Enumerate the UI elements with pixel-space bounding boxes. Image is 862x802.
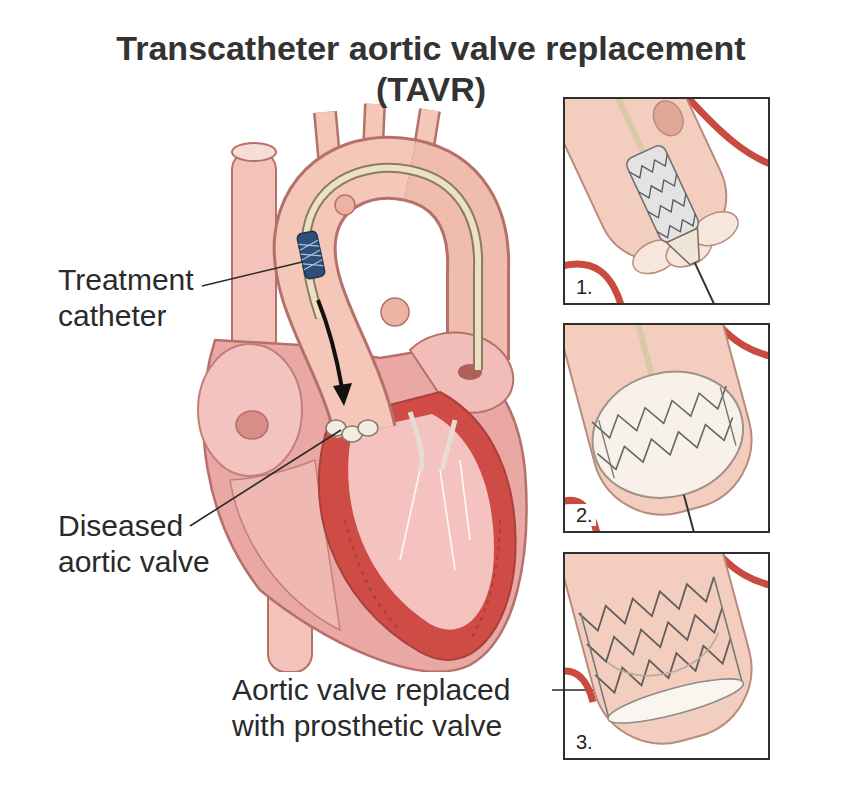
part-label: Diseased aortic valve: [58, 508, 253, 580]
heart-illustration: [296, 230, 325, 279]
heart-illustration: [410, 170, 478, 360]
heart-illustration: [335, 195, 355, 215]
heart-illustration: [305, 168, 410, 432]
callout-number: 2.: [573, 504, 596, 526]
panel-illustration: [599, 420, 615, 478]
panel-illustration: [624, 143, 701, 244]
panel-illustration: [563, 552, 767, 759]
panel-illustration: [581, 613, 609, 719]
panel-illustration: [563, 97, 770, 305]
panel-illustration: [629, 154, 671, 181]
panel-illustration: [639, 174, 681, 201]
heart-illustration: [198, 344, 302, 476]
heart-illustration: [333, 383, 352, 406]
panel-illustration: [628, 323, 653, 380]
heart-illustration: [358, 420, 378, 436]
part-label: Aortic valve replaced with prosthetic va…: [232, 672, 552, 744]
step-panel: 1.: [563, 97, 770, 305]
step-panel: 2.: [563, 323, 770, 533]
panel-illustration: [563, 671, 593, 702]
panel-illustration: [563, 552, 767, 759]
panel-illustration: [714, 577, 742, 683]
panel-illustration: [579, 577, 720, 634]
leader-lines: [202, 262, 302, 286]
heart-illustration: [345, 520, 500, 640]
heart-illustration: [381, 298, 409, 326]
heart-illustration: [318, 300, 342, 388]
callout-number: 1.: [573, 276, 596, 298]
heart-illustration: [198, 104, 527, 672]
heart-illustration: [299, 240, 324, 270]
panel-illustration: [648, 97, 689, 141]
panel-illustration: [684, 495, 706, 533]
heart-illustration: [296, 230, 325, 279]
panel-illustration: [540, 218, 785, 597]
panel-illustration: [563, 323, 770, 533]
heart-illustration: [400, 460, 470, 570]
panel-illustration: [605, 670, 747, 731]
heart-illustration: [232, 150, 276, 360]
panel-illustration: [563, 97, 746, 280]
panel-illustration: [605, 97, 643, 152]
panel-illustration: [607, 633, 725, 688]
callout-number: 3.: [573, 731, 596, 753]
heart-illustration: [305, 168, 410, 432]
heart-illustration: [236, 411, 268, 439]
panel-illustration: [578, 355, 757, 514]
part-label: Treatment catheter: [58, 262, 258, 334]
leader-lines: [190, 430, 341, 526]
panel-illustration: [592, 386, 731, 441]
step-panel: 3.: [563, 552, 770, 760]
panel-illustration: [563, 97, 770, 305]
panel-illustration: [563, 552, 770, 759]
heart-illustration: [232, 143, 276, 161]
panel-illustration: [587, 608, 728, 665]
panel-illustration: [563, 323, 767, 530]
heart-illustration: [410, 170, 478, 360]
panel-illustration: [563, 264, 623, 305]
panel-illustration: [695, 263, 732, 305]
heart-illustration: [319, 392, 516, 660]
panel-illustration: [563, 323, 770, 533]
panel-illustration: [720, 388, 736, 446]
panel-illustration: [648, 194, 690, 221]
panel-illustration: [597, 417, 737, 473]
panel-illustration: [563, 500, 598, 533]
heart-illustration: [410, 412, 455, 472]
panel-illustration: [667, 228, 710, 270]
panel-illustration: [540, 447, 778, 759]
